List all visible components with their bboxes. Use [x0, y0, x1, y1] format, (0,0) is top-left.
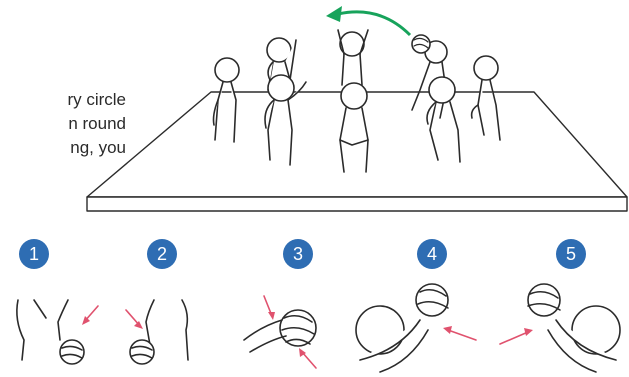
step-badge-2: 2 [147, 239, 177, 269]
step-5-illustration [528, 284, 620, 372]
step-badge-4: 4 [417, 239, 447, 269]
step-2-illustration [130, 300, 188, 364]
step-1-illustration [17, 300, 84, 364]
step-badge-5: 5 [556, 239, 586, 269]
step-badge-1: 1 [19, 239, 49, 269]
step-5-arrow-icon [500, 332, 528, 344]
platform [87, 92, 627, 211]
step-3-illustration [244, 310, 316, 352]
step-badge-3: 3 [283, 239, 313, 269]
step-4-arrow-icon [448, 330, 476, 340]
step-3-arrow-bottom-icon [302, 352, 316, 368]
step-4-illustration [356, 284, 448, 372]
figure-back-center [338, 30, 368, 85]
